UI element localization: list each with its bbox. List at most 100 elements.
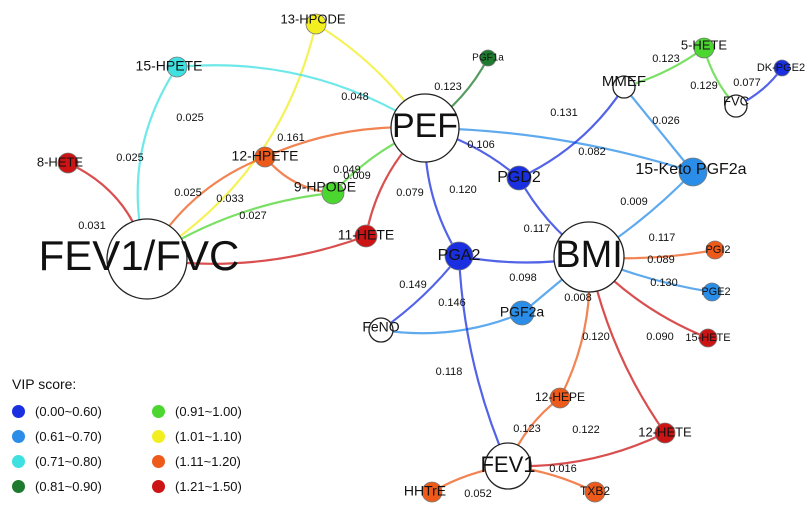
edge-weight-label: 0.106 xyxy=(467,139,495,151)
legend-swatch-icon xyxy=(152,405,165,418)
edge-weight-label: 0.026 xyxy=(652,115,680,127)
legend-swatch-icon xyxy=(12,430,25,443)
edge-15-keto-pgf2a-to-pef xyxy=(424,126,694,174)
edge-weight-label: 0.079 xyxy=(396,187,424,199)
edge-weight-label: 0.077 xyxy=(733,77,761,89)
node-dk-pge2 xyxy=(773,59,791,77)
node-label-pge2: PGE2 xyxy=(701,286,730,298)
node-bmi xyxy=(553,221,625,293)
node-label-dk-pge2: DK-PGE2 xyxy=(757,62,805,74)
edge-pga2-to-fev1 xyxy=(457,255,510,467)
node-12-hepe xyxy=(549,387,571,409)
legend-item: (0.91~1.00) xyxy=(152,404,242,419)
node-label-pga2: PGA2 xyxy=(438,247,481,264)
node-11-hete xyxy=(354,224,378,248)
edge-15-keto-pgf2a-to-mmef xyxy=(623,86,694,173)
node-txb2 xyxy=(584,481,606,503)
node-label-13-hpode: 13-HPODE xyxy=(280,11,345,26)
node-15-hpete xyxy=(166,56,188,78)
edge-15-hpete-to-pef xyxy=(176,64,426,129)
edge-weight-label: 0.025 xyxy=(176,112,204,124)
edge-pgd2-to-mmef xyxy=(518,86,625,179)
node-mmef xyxy=(612,75,636,99)
edge-weight-label: 0.082 xyxy=(578,146,606,158)
node-fev1 xyxy=(484,442,532,490)
edge-weight-label: 0.123 xyxy=(513,423,541,435)
node-label-11-hete: 11-HETE xyxy=(338,227,395,243)
node-label-15-keto-pgf2a: 15-Keto PGF2a xyxy=(635,161,746,178)
legend-swatch-icon xyxy=(152,480,165,493)
edge-weight-label: 0.130 xyxy=(650,277,678,289)
node-5-hete xyxy=(693,37,715,59)
node-12-hpete xyxy=(254,146,276,168)
legend-title: VIP score: xyxy=(12,376,77,392)
node-pge2 xyxy=(702,282,722,302)
legend-item: (1.21~1.50) xyxy=(152,479,242,494)
edge-weight-label: 0.117 xyxy=(524,223,551,235)
edge-weight-label: 0.008 xyxy=(564,292,592,304)
node-pgd2 xyxy=(506,165,532,191)
node-8-hete xyxy=(57,152,79,174)
edge-weight-label: 0.027 xyxy=(239,210,267,222)
edge-weight-label: 0.146 xyxy=(438,297,466,309)
edge-weight-label: 0.123 xyxy=(434,81,462,93)
edge-weight-label: 0.089 xyxy=(647,254,675,266)
legend-item: (1.01~1.10) xyxy=(152,429,242,444)
legend-swatch-icon xyxy=(12,405,25,418)
edge-weight-label: 0.049 xyxy=(333,164,361,176)
edge-weight-label: 0.123 xyxy=(652,53,680,65)
legend-swatch-icon xyxy=(12,455,25,468)
node-15-keto-pgf2a xyxy=(678,157,708,187)
legend-label: (0.00~0.60) xyxy=(35,404,102,419)
edge-weight-label: 0.048 xyxy=(341,91,369,103)
node-label-pgf2a: PGF2a xyxy=(500,304,545,320)
node-15-hete xyxy=(698,328,718,348)
node-pef xyxy=(390,93,460,163)
node-label-hhtre: HHTrE xyxy=(404,483,446,499)
legend-label: (0.81~0.90) xyxy=(35,479,102,494)
edge-weight-label: 0.025 xyxy=(116,152,144,164)
node-pga2 xyxy=(444,241,474,271)
node-label-mmef: MMEF xyxy=(602,73,646,90)
legend-item: (0.81~0.90) xyxy=(12,479,102,494)
node-fvc xyxy=(724,94,748,118)
legend-label: (0.71~0.80) xyxy=(35,454,102,469)
legend-label: (0.61~0.70) xyxy=(35,429,102,444)
node-label-bmi: BMI xyxy=(555,234,623,276)
legend-label: (1.01~1.10) xyxy=(175,429,242,444)
legend-swatch-icon xyxy=(12,480,25,493)
edge-weight-label: 0.016 xyxy=(549,463,577,475)
legend-label: (0.91~1.00) xyxy=(175,404,242,419)
edge-weight-label: 0.118 xyxy=(436,366,463,378)
legend-item: (1.11~1.20) xyxy=(152,454,241,469)
node-feno xyxy=(368,317,394,343)
node-pgi2 xyxy=(705,240,725,260)
legend-item: (0.00~0.60) xyxy=(12,404,102,419)
node-label-pgd2: PGD2 xyxy=(497,169,541,186)
legend-label: (1.11~1.20) xyxy=(175,454,241,469)
edge-weight-label: 0.009 xyxy=(343,170,371,182)
node-label-pef: PEF xyxy=(392,107,458,145)
node-pgf1a xyxy=(479,49,497,67)
node-label-fev1: FEV1 xyxy=(480,452,535,477)
legend-swatch-icon xyxy=(152,455,165,468)
node-label-12-hpete: 12-HPETE xyxy=(232,148,299,164)
edge-weight-label: 0.052 xyxy=(464,488,492,500)
edge-weight-label: 0.025 xyxy=(174,187,202,199)
edge-weight-label: 0.122 xyxy=(572,424,600,436)
node-label-feno: FeNO xyxy=(362,319,399,335)
edge-weight-label: 0.131 xyxy=(550,107,578,119)
node-label-8-hete: 8-HETE xyxy=(37,154,84,169)
node-label-15-hpete: 15-HPETE xyxy=(136,58,203,74)
edge-weight-label: 0.009 xyxy=(620,196,648,208)
node-label-5-hete: 5-HETE xyxy=(681,37,728,52)
node-layer xyxy=(57,13,791,503)
node-13-hpode xyxy=(305,13,327,35)
legend-item: (0.71~0.80) xyxy=(12,454,102,469)
label-layer: 0.0480.0250.0250.0310.0250.1610.0330.009… xyxy=(37,11,805,499)
vip-legend: VIP score: (0.00~0.60) (0.61~0.70) (0.71… xyxy=(12,376,272,506)
edge-pgf2a-to-feno xyxy=(380,311,523,335)
edge-weight-label: 0.149 xyxy=(399,279,427,291)
node-label-12-hepe: 12-HEPE xyxy=(535,390,585,404)
